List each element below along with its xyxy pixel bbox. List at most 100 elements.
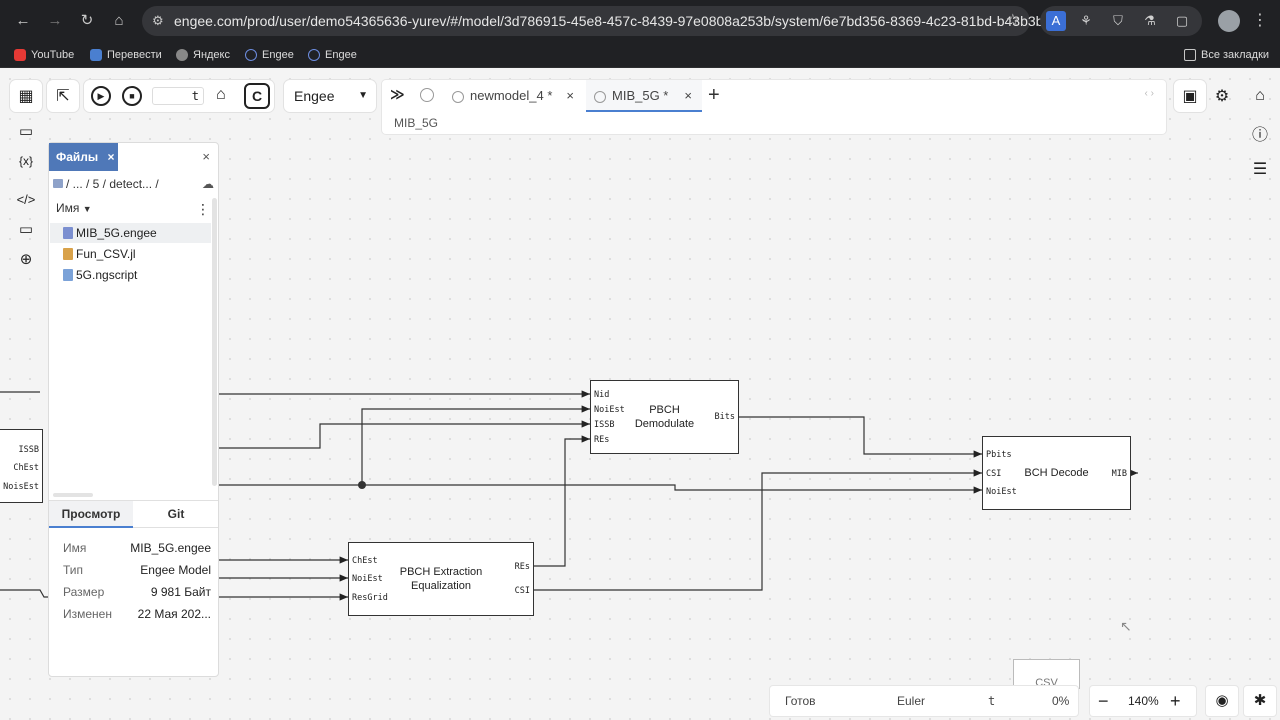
file-item[interactable]: Fun_CSV.jl (50, 244, 211, 264)
bookmark-translate[interactable]: Перевести (90, 46, 162, 64)
shield-extension-icon[interactable]: ⛉ (1113, 13, 1123, 28)
bookmark-engee-1[interactable]: Engee (245, 46, 294, 64)
globe-icon (176, 49, 188, 61)
play-icon[interactable]: ▶ (91, 86, 111, 106)
scrollbar[interactable] (53, 493, 93, 497)
terminal-icon[interactable]: ▭ (18, 221, 34, 238)
branch-point (358, 481, 366, 489)
puzzle-extension-icon[interactable]: ⚘ (1080, 13, 1092, 28)
back-icon[interactable]: ← (15, 12, 31, 29)
breadcrumb[interactable]: / ... / 5 / detect... / (53, 177, 159, 191)
browser-toolbar: ← → ↻ ⌂ ⚙ engee.com/prod/user/demo543656… (0, 0, 1280, 42)
address-bar[interactable]: ⚙ engee.com/prod/user/demo54365636-yurev… (142, 6, 1090, 36)
block-title: BCH Decode (1024, 467, 1089, 479)
block-csv-partial[interactable]: CSV (1013, 659, 1080, 689)
tab-git[interactable]: Git (167, 507, 185, 521)
sliders-icon[interactable]: ☰ (1252, 161, 1268, 178)
port-label: NoiEst (594, 405, 625, 415)
forward-icon[interactable]: → (47, 12, 63, 29)
cloud-upload-icon[interactable]: ☁ (202, 177, 214, 191)
file-icon (63, 269, 73, 281)
reload-icon[interactable]: ↻ (80, 12, 94, 29)
code-editor-icon[interactable]: </> (16, 191, 36, 207)
file-item[interactable]: MIB_5G.engee (50, 223, 211, 243)
gift-icon[interactable]: ⌂ (216, 86, 226, 103)
folder-icon (53, 179, 63, 188)
bookmark-youtube[interactable]: YouTube (14, 46, 74, 64)
port-label: ChEst (352, 556, 378, 566)
apps-grid-icon[interactable]: ▦ (10, 80, 42, 112)
screenshot-tool-icon[interactable]: ▣ (1174, 80, 1206, 112)
port-label: NoiEst (352, 574, 383, 584)
folder-icon (1184, 49, 1196, 61)
signal-line-noiest[interactable] (361, 405, 590, 485)
time-text: t (988, 694, 996, 708)
home-icon[interactable]: ⌂ (1255, 87, 1265, 104)
compile-icon[interactable]: C (244, 83, 270, 109)
export-icon[interactable]: ⇱ (47, 80, 79, 112)
zoom-out-button[interactable]: − (1098, 691, 1109, 711)
model-icon (452, 90, 464, 103)
port-label: MIB (1111, 469, 1127, 479)
stop-icon[interactable]: ■ (122, 86, 142, 106)
file-icon (63, 248, 73, 260)
cursor-icon: ↖ (1120, 618, 1132, 634)
camera-icon[interactable]: ◉ (1206, 686, 1238, 716)
tab-mib-5g[interactable]: MIB_5G * × (586, 80, 702, 112)
tab-newmodel-4[interactable]: newmodel_4 * × (444, 80, 584, 112)
sort-by-name[interactable]: Имя ▼ (56, 201, 92, 215)
signal-line-bits[interactable] (738, 416, 982, 458)
open-folder-icon[interactable]: ▭ (18, 123, 34, 140)
sim-time-input[interactable]: t (152, 87, 204, 105)
site-info-icon[interactable]: ⚙ (152, 13, 164, 28)
more-icon[interactable]: ⋮ (196, 201, 210, 217)
help-icon[interactable]: ⓘ (1251, 127, 1268, 144)
translate-extension-icon[interactable]: A (1046, 11, 1066, 31)
files-panel: Файлы × × / ... / 5 / detect... / ☁ Имя … (48, 142, 219, 677)
signal-line-res[interactable] (533, 435, 590, 567)
debug-icon[interactable]: ✱ (1244, 686, 1276, 716)
breadcrumb[interactable]: MIB_5G (394, 116, 439, 130)
extensions-icon[interactable]: ▢ (1175, 13, 1189, 28)
file-icon (63, 227, 73, 239)
close-icon[interactable]: × (107, 150, 115, 164)
file-item[interactable]: 5G.ngscript (50, 265, 211, 285)
close-icon[interactable]: × (566, 88, 574, 103)
port-label: Nid (594, 390, 610, 400)
variables-icon[interactable]: {x} (18, 154, 33, 168)
settings-gear-icon[interactable]: ⚙ (1214, 88, 1230, 105)
signal-line-issb[interactable] (219, 420, 590, 449)
block-bch-decode[interactable]: Pbits CSI NoiEst MIB BCH Decode (982, 436, 1131, 510)
collapse-chevrons-icon[interactable]: ≫ (390, 86, 405, 102)
flask-extension-icon[interactable]: ⚗ (1144, 13, 1156, 28)
all-bookmarks[interactable]: Все закладки (1184, 46, 1269, 64)
model-icon (420, 88, 434, 102)
bookmark-yandex[interactable]: Яндекс (176, 46, 230, 64)
home-icon[interactable]: ⌂ (114, 12, 124, 29)
bookmark-engee-2[interactable]: Engee (308, 46, 357, 64)
url-text: engee.com/prod/user/demo54365636-yurev/#… (174, 13, 1091, 29)
scrollbar[interactable] (212, 198, 217, 486)
block-left-partial[interactable]: ISSB ChEst NoisEst (0, 429, 43, 503)
close-icon[interactable]: × (684, 88, 692, 103)
browser-menu-icon[interactable]: ⋮ (1252, 12, 1268, 29)
block-title: Demodulate (634, 418, 695, 430)
zoom-in-button[interactable]: + (1170, 691, 1181, 711)
files-tab[interactable]: Файлы × (49, 143, 118, 171)
close-icon[interactable]: × (202, 149, 210, 164)
add-tab-icon[interactable]: + (708, 84, 720, 106)
solver-select[interactable]: Engee ▼ (284, 80, 376, 112)
port-label: CSI (986, 469, 1002, 479)
profile-avatar[interactable] (1218, 10, 1240, 32)
extensions-group: A ⚘ ⛉ ⚗ ▢ (1040, 6, 1202, 36)
search-zoom-icon[interactable]: ⊕ (19, 251, 33, 268)
port-label: Bits (714, 412, 735, 422)
bookmark-star-icon[interactable]: ☆ (1005, 12, 1020, 29)
block-pbch-demodulate[interactable]: Nid NoiEst ISSB REs Bits PBCH Demodulate (590, 380, 739, 454)
signal-line-noiest-bch[interactable] (219, 484, 982, 494)
block-pbch-extraction[interactable]: ChEst NoiEst ResGrid REs CSI PBCH Extrac… (348, 542, 534, 616)
tab-preview[interactable]: Просмотр (49, 501, 133, 528)
signal-line-csi[interactable] (533, 469, 982, 591)
tab-scroll-icon[interactable]: ‹ › (1144, 88, 1154, 99)
